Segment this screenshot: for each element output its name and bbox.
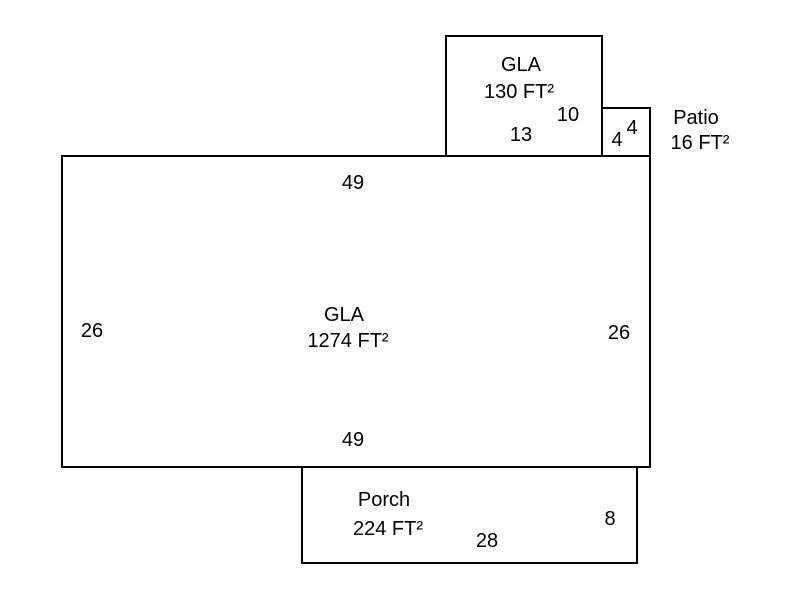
porch-room	[301, 466, 638, 564]
patio-name: Patio	[673, 107, 719, 129]
upper-room-name: GLA	[500, 54, 542, 76]
main-room-name: GLA	[323, 304, 365, 326]
main-bottom-dimension: 49	[341, 429, 365, 451]
main-room-area: 1274 FT²	[307, 330, 389, 352]
porch-height: 8	[604, 508, 616, 530]
patio-area: 16 FT²	[670, 132, 730, 154]
main-right-dimension: 26	[607, 322, 631, 344]
main-left-dimension: 26	[80, 320, 104, 342]
patio-width: 4	[611, 129, 623, 151]
upper-room-area: 130 FT²	[483, 81, 555, 103]
porch-area: 224 FT²	[352, 518, 424, 540]
porch-name: Porch	[357, 489, 411, 511]
upper-room-width: 13	[509, 124, 533, 146]
upper-room-height: 10	[556, 104, 580, 126]
porch-width: 28	[475, 530, 499, 552]
main-top-dimension: 49	[341, 172, 365, 194]
patio-height: 4	[626, 117, 638, 139]
upper-gla-room	[445, 35, 603, 157]
patio-room	[601, 107, 651, 157]
